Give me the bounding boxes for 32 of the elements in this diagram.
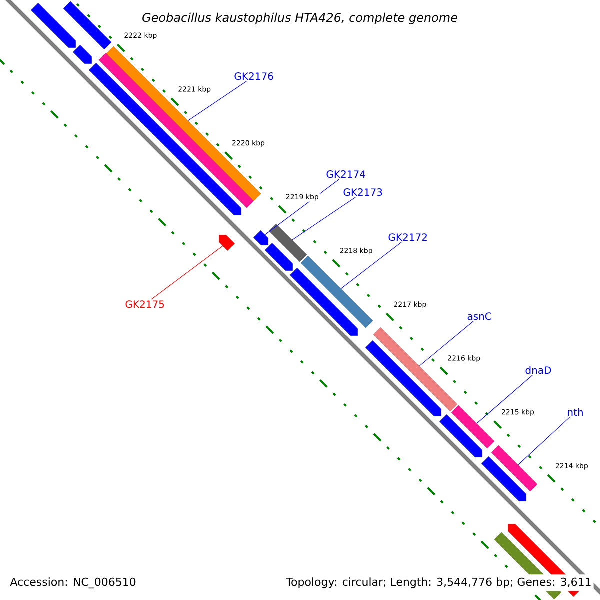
gene-label: GK2175 [126,300,164,308]
gene-feature [265,243,293,271]
leader-line [518,416,570,466]
gene-feature [290,268,358,336]
gene-feature [482,456,526,502]
gene-feature [366,340,442,416]
gene-feature [73,45,92,64]
gene-feature [491,445,538,492]
leader-line [188,81,247,122]
gene-label: GK2172 [388,234,427,242]
gene-feature [440,414,482,458]
gene-label: asnC [468,312,492,320]
gene-feature [254,230,268,246]
leader-line [292,197,356,240]
gene-label: GK2174 [326,170,366,178]
footer-text: Accession: NC_006510 [10,578,136,589]
gene-label: dnaD [526,366,552,374]
gene-label: nth [568,408,583,416]
title: Geobacillus kaustophilus HTA426, complete genome [142,12,458,24]
gene-feature [268,224,308,262]
gene-feature [300,256,374,328]
leader-line [340,242,402,290]
gene-feature [31,3,76,48]
leader-line [419,321,474,366]
gene-feature [219,235,235,251]
footer-text: Topology: circular; Length: 3,544,776 bp; Genes: 3,611 [284,574,594,592]
gene-feature [451,405,495,449]
leader-line [476,375,533,424]
gene-label: GK2173 [344,188,382,196]
gene-label: GK2176 [234,72,274,80]
gene-feature [63,1,112,50]
leader-line [151,246,224,300]
